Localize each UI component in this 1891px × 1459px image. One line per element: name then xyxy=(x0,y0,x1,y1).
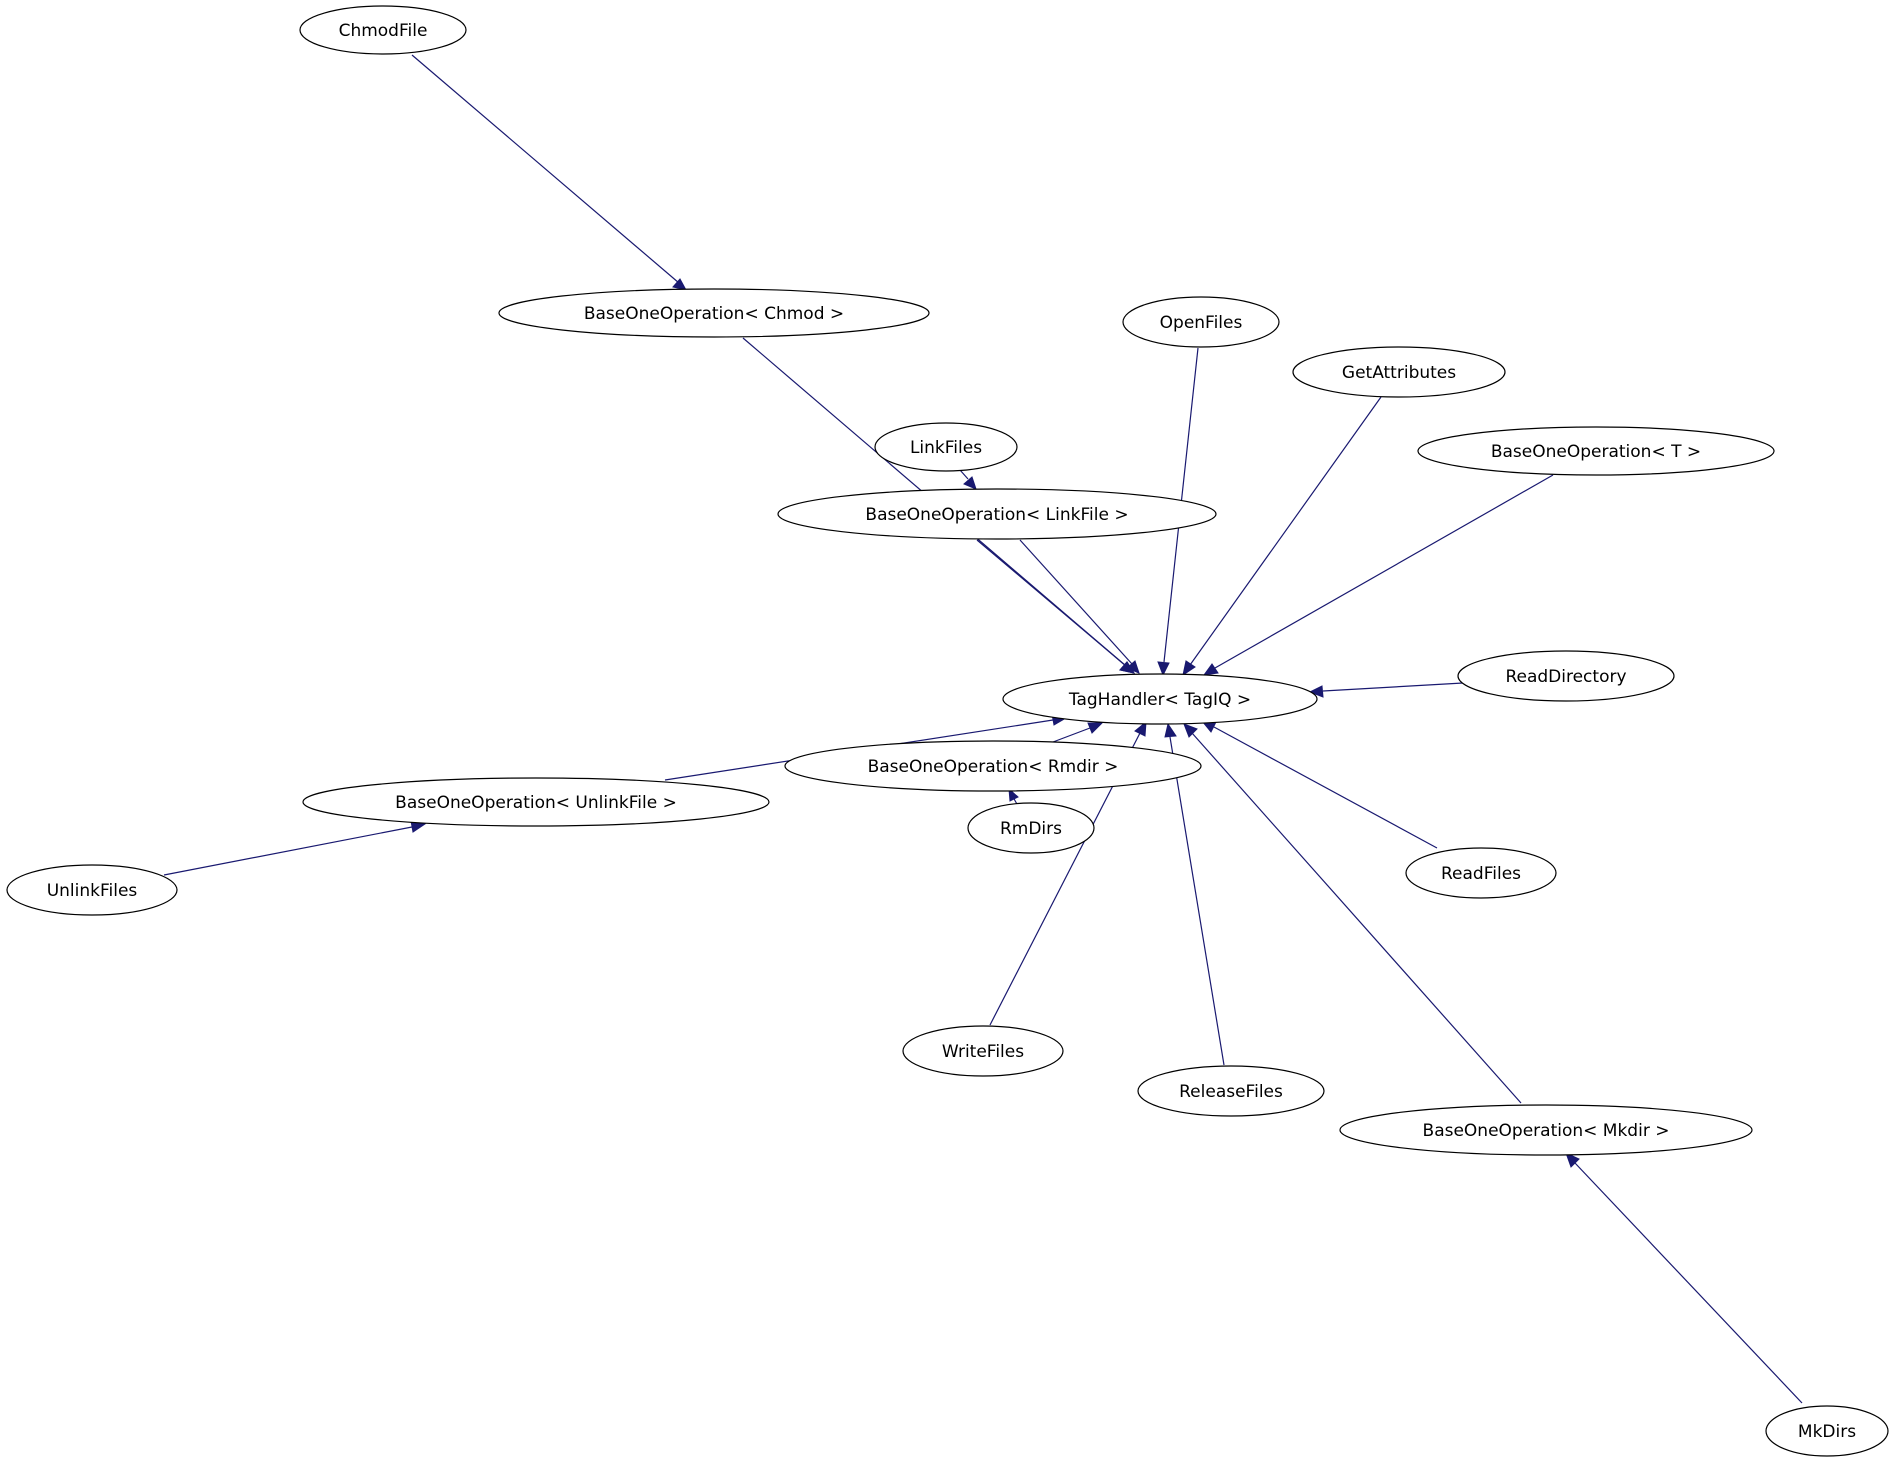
node-taghandler-label: TagHandler< TagIQ > xyxy=(1068,690,1251,710)
node-readfiles[interactable]: ReadFiles xyxy=(1405,847,1557,899)
edge-readdirectory-to-taghandler xyxy=(1308,682,1464,698)
node-openfiles[interactable]: OpenFiles xyxy=(1122,296,1280,348)
node-base-linkfile[interactable]: BaseOneOperation< LinkFile > xyxy=(777,488,1217,540)
edge-base-mkdir-to-taghandler xyxy=(1183,723,1522,1104)
edge-base-linkfile-to-taghandler-a xyxy=(976,539,1136,674)
edge-chmodfile-to-base-chmod xyxy=(411,54,687,291)
node-mkdirs[interactable]: MkDirs xyxy=(1765,1405,1889,1457)
node-openfiles-label: OpenFiles xyxy=(1160,313,1243,333)
edge-getattributes-to-taghandler xyxy=(1182,396,1382,677)
node-unlinkfiles-label: UnlinkFiles xyxy=(47,881,138,901)
edge-base-t-to-taghandler xyxy=(1202,474,1554,676)
node-unlinkfiles[interactable]: UnlinkFiles xyxy=(6,864,178,916)
node-chmodfile-label: ChmodFile xyxy=(339,21,428,41)
node-base-t[interactable]: BaseOneOperation< T > xyxy=(1417,426,1775,476)
node-readfiles-label: ReadFiles xyxy=(1441,864,1521,884)
node-writefiles-label: WriteFiles xyxy=(942,1042,1024,1062)
node-readdirectory[interactable]: ReadDirectory xyxy=(1457,650,1675,702)
node-rmdirs-label: RmDirs xyxy=(1000,819,1062,839)
node-linkfiles-label: LinkFiles xyxy=(910,438,982,458)
node-mkdirs-label: MkDirs xyxy=(1798,1422,1856,1442)
node-base-unlinkfile[interactable]: BaseOneOperation< UnlinkFile > xyxy=(302,777,770,827)
node-base-t-label: BaseOneOperation< T > xyxy=(1491,442,1701,462)
edge-releasefiles-to-taghandler xyxy=(1164,722,1225,1066)
node-base-chmod[interactable]: BaseOneOperation< Chmod > xyxy=(498,288,930,338)
node-base-linkfile-label: BaseOneOperation< LinkFile > xyxy=(865,505,1128,525)
node-getattributes-label: GetAttributes xyxy=(1342,363,1456,383)
node-readdirectory-label: ReadDirectory xyxy=(1505,667,1626,687)
node-rmdirs[interactable]: RmDirs xyxy=(967,802,1095,854)
edge-mkdirs-to-base-mkdir xyxy=(1565,1152,1803,1404)
edge-base-rmdir-to-taghandler xyxy=(1052,722,1104,743)
node-base-chmod-label: BaseOneOperation< Chmod > xyxy=(584,304,844,324)
node-writefiles[interactable]: WriteFiles xyxy=(902,1025,1064,1077)
node-base-mkdir-label: BaseOneOperation< Mkdir > xyxy=(1423,1121,1670,1141)
node-releasefiles[interactable]: ReleaseFiles xyxy=(1137,1065,1325,1117)
node-base-rmdir-label: BaseOneOperation< Rmdir > xyxy=(868,757,1119,777)
node-linkfiles[interactable]: LinkFiles xyxy=(874,422,1018,472)
node-taghandler[interactable]: TagHandler< TagIQ > xyxy=(1002,673,1318,725)
edge-base-linkfile-to-taghandler-b xyxy=(1019,539,1140,674)
node-chmodfile[interactable]: ChmodFile xyxy=(299,5,467,55)
edge-linkfiles-to-base-linkfile xyxy=(959,469,977,490)
node-base-unlinkfile-label: BaseOneOperation< UnlinkFile > xyxy=(395,793,677,813)
node-base-rmdir[interactable]: BaseOneOperation< Rmdir > xyxy=(784,740,1202,792)
diagram-nodes: ChmodFile BaseOneOperation< Chmod > Open… xyxy=(6,5,1889,1457)
node-getattributes[interactable]: GetAttributes xyxy=(1292,346,1506,398)
diagram-edges xyxy=(163,54,1803,1404)
node-base-mkdir[interactable]: BaseOneOperation< Mkdir > xyxy=(1339,1104,1753,1156)
edge-unlinkfiles-to-base-unlinkfile xyxy=(163,820,427,876)
node-releasefiles-label: ReleaseFiles xyxy=(1179,1082,1283,1102)
